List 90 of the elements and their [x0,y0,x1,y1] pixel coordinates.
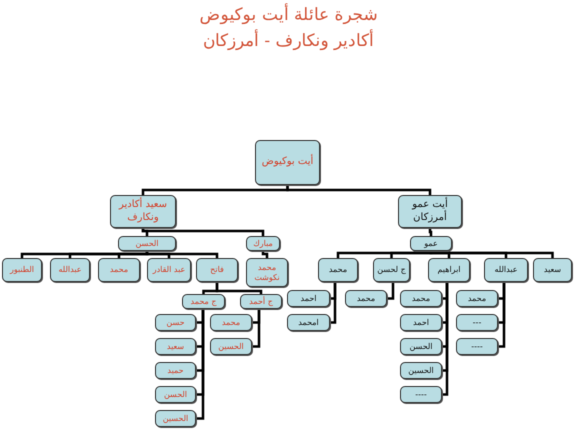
name-box [318,258,358,282]
name-box [196,258,238,282]
name-box [287,314,330,331]
name-box [50,258,90,282]
name-box [400,290,442,307]
person-name: أيت بوكيوض [262,156,314,169]
name-box [210,338,252,355]
connector-line [442,282,448,396]
name-box [456,314,498,331]
person-name: محمد نكوشت [253,262,281,282]
person-name: ج أحمد [249,296,273,306]
person-name: ج محمد [190,296,216,306]
person-name: ---- [471,342,483,352]
person-name: سعيد [166,342,184,352]
connector-line [196,309,204,420]
person-name: الحسن [135,238,159,248]
name-box [2,258,42,282]
name-box [246,258,288,287]
person-name: الحسين [218,342,244,352]
person-name: الحسن [409,342,433,352]
person-name: فاتح [210,265,224,275]
name-box [398,195,462,228]
person-name: محمد [356,294,376,304]
person-name: محمد [110,265,128,275]
name-box [155,314,196,331]
person-name: الحسن [164,390,188,400]
subtitle: أكادير ونكارف - أمرزكان [202,30,375,51]
name-box [98,258,140,282]
connector-line [216,282,262,294]
connector-line [262,251,268,258]
name-box [428,258,470,282]
person-name: احمد [300,294,316,304]
name-box [400,338,442,355]
name-box [118,236,176,251]
person-name: محمد [222,318,240,328]
name-box [240,294,282,309]
name-box [155,410,196,427]
name-box [400,362,442,379]
connector-line [387,282,394,300]
person-name: حسن [166,318,185,328]
person-name: ---- [415,390,427,400]
name-box [484,258,528,282]
person-name: محمد [468,294,486,304]
person-name: عمو [424,238,438,248]
name-box [246,236,280,251]
person-name: الحسين [408,366,434,376]
name-box [155,338,196,355]
name-box [373,258,410,282]
person-name: مبارك [253,238,273,248]
name-box [410,236,452,251]
connector-line [330,282,336,324]
person-name: محمد [328,265,348,275]
connector-line [390,251,432,258]
person-name: أيت عمو أمرزكان [410,199,449,224]
connector-line [252,309,260,348]
connector-line [286,185,432,195]
person-name: عبدالله [494,265,518,275]
name-box [110,195,176,228]
person-name: --- [472,318,482,328]
person-name: سعيد [544,265,562,275]
person-name: احمد [413,318,429,328]
name-box [155,362,196,379]
name-box [456,290,498,307]
name-box [210,314,252,331]
person-name: حميد [167,366,184,376]
name-box [456,338,498,355]
name-box [147,258,191,282]
name-box [287,290,330,307]
person-name: ابراهيم [437,265,461,275]
person-name: ج لحسن [377,265,406,275]
person-name: محمد [412,294,430,304]
person-name: الطنبور [10,265,34,275]
connector-line [118,251,148,258]
name-box [255,140,320,185]
connector-line [498,282,506,348]
person-name: عبدالله [58,265,82,275]
person-name: سعيد أكادير ونكارف [118,199,168,224]
person-name: امحمد [298,318,319,328]
name-box [533,258,572,282]
person-name: الحسين [162,414,188,424]
person-name: عبد القادر [152,265,186,275]
name-box [182,294,225,309]
name-box [400,314,442,331]
name-box [400,386,442,403]
diagram-title: شجرة عائلة أيت بوكيوض [198,4,379,25]
name-box [345,290,387,307]
connector-line [146,251,218,258]
name-box [155,386,196,403]
connector-line [142,228,264,236]
connector-line [430,251,554,258]
